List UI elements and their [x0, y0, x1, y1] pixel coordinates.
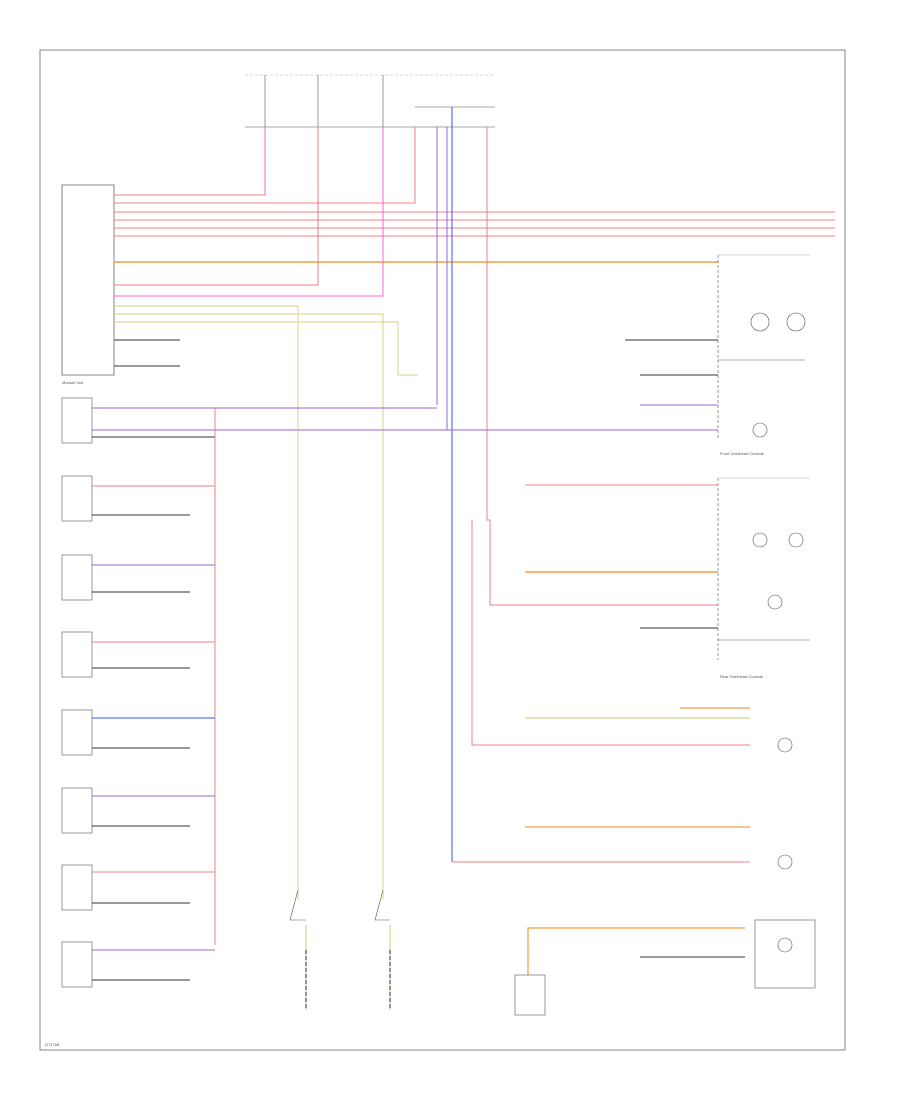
trunk-box: [514, 974, 546, 1016]
courtesy-light-7: [61, 864, 93, 911]
door-switches: [289, 889, 391, 1010]
fuse-block: [245, 74, 495, 128]
module-wires: [114, 127, 835, 900]
courtesy-lights: [61, 397, 718, 988]
footer-code: G71768: [45, 1042, 60, 1047]
rear-overhead-console: Rear Overhead Console: [525, 477, 810, 679]
glove-box-light-box: [754, 919, 816, 989]
courtesy-light-3: [61, 554, 93, 601]
glove-box-area: [514, 919, 816, 1016]
right-switches: [452, 707, 793, 870]
module-label: Module Unit: [62, 380, 84, 385]
module-box: [61, 184, 115, 376]
front-overhead-console: Front Overhead Console: [625, 254, 810, 456]
rear-console-label: Rear Overhead Console: [720, 674, 764, 679]
diagram-border: [39, 49, 846, 1051]
courtesy-light-6: [61, 787, 93, 834]
courtesy-light-2: [61, 475, 93, 522]
fuse-drops: [264, 107, 750, 862]
courtesy-light-8: [61, 941, 93, 988]
front-console-label: Front Overhead Console: [720, 451, 765, 456]
courtesy-light-1: [61, 397, 93, 444]
courtesy-light-5: [61, 709, 93, 756]
courtesy-light-4: [61, 631, 93, 678]
